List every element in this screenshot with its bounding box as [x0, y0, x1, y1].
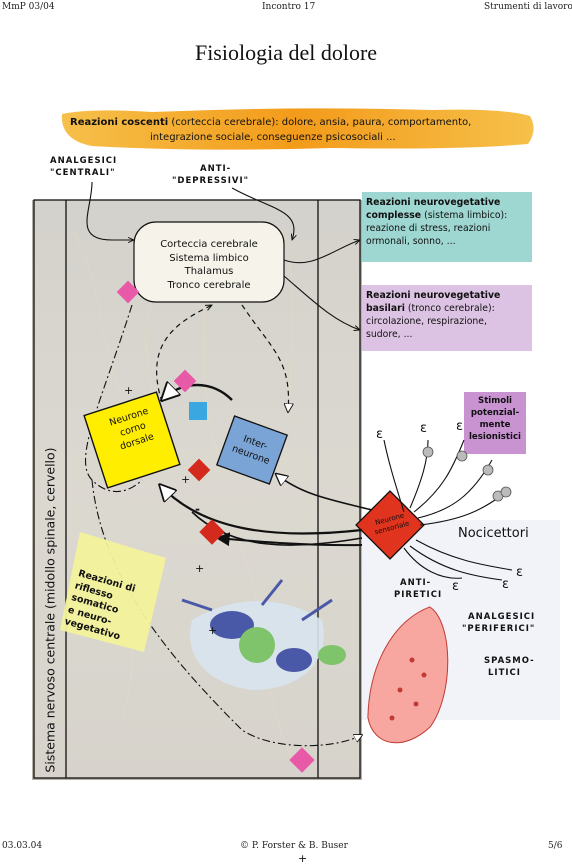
- plus-marker-red-2: [199, 519, 225, 545]
- basic-neurovegetative-box: [362, 285, 532, 351]
- anti-depressivi-1: ANTI-: [200, 164, 232, 174]
- banner-bold: Reazioni coscenti: [70, 117, 169, 128]
- analgesici-periferici-1: ANALGESICI: [468, 612, 536, 622]
- tronco-bold: basilari: [366, 303, 405, 314]
- svg-text:ɛ: ɛ: [376, 427, 383, 442]
- cns-corteccia: Corteccia cerebrale: [160, 239, 258, 250]
- svg-text:ɛ: ɛ: [420, 421, 427, 436]
- svg-text:ɛ: ɛ: [516, 565, 523, 580]
- analgesici-centrali-1: ANALGESICI: [50, 156, 118, 166]
- spasmolitici-1: SPASMO-: [484, 656, 535, 666]
- banner-rest: (corteccia cerebrale): dolore, ansia, pa…: [168, 117, 472, 128]
- brain-structures-box: [133, 221, 285, 303]
- limbico-bold: complesse: [366, 210, 422, 221]
- nocicettori-label: Nocicettori: [458, 526, 529, 541]
- plus-glyph-mid: +: [181, 473, 191, 486]
- anti-piretici-1: ANTI-: [400, 578, 432, 588]
- header-center: Incontro 17: [262, 2, 316, 12]
- limbico-line4: ormonali, sonno, ...: [366, 236, 456, 247]
- tronco-line4: sudore, ...: [366, 329, 413, 340]
- brain-structures-list: Corteccia cerebrale Sistema limbico Thal…: [134, 238, 284, 292]
- sensory-neuron: [355, 490, 425, 560]
- reflex-box: [60, 532, 166, 652]
- footer-left: 03.03.04: [2, 841, 43, 851]
- tissue-illustration: [181, 579, 449, 744]
- footer-center: © P. Forster & B. Buser: [240, 841, 348, 851]
- dorsal-horn-neuron: [83, 391, 181, 489]
- stimoli-2: potenzial-: [470, 408, 520, 418]
- tronco-title: Reazioni neurovegetative: [366, 290, 501, 301]
- spasmolitici-2: LITICI: [488, 668, 521, 678]
- limbico-line3: reazione di stress, reazioni: [366, 223, 491, 234]
- nociceptor-endings: [422, 446, 512, 502]
- analgesici-centrali-2: "CENTRALI": [50, 168, 116, 178]
- stimoli-3: mente: [479, 420, 511, 430]
- analgesici-periferici-2: "PERIFERICI": [462, 624, 536, 634]
- plus-glyph-bottom: +: [298, 852, 308, 865]
- page-title: Fisiologia del dolore: [194, 40, 378, 65]
- minus-marker: [189, 402, 207, 420]
- interneuron: [215, 415, 289, 485]
- cns-side-label: Sistema nervoso centrale (midollo spinal…: [42, 447, 58, 773]
- stimoli-1: Stimoli: [478, 396, 512, 406]
- pain-physiology-diagram: ɛ ɛ ɛ ɛ ɛ ɛ: [32, 100, 560, 865]
- minus-glyph: -: [195, 502, 200, 516]
- footer-right: 5/6: [548, 841, 563, 851]
- nociceptor-squiggles: ɛ ɛ ɛ ɛ ɛ ɛ: [376, 419, 523, 594]
- plus-marker-bottom: [289, 747, 315, 773]
- header-right: Strumenti di lavoro: [484, 2, 572, 12]
- limbico-title: Reazioni neurovegetative: [366, 197, 501, 208]
- header-left: MmP 03/04: [2, 2, 55, 12]
- cns-border: [33, 199, 361, 779]
- svg-text:ɛ: ɛ: [452, 579, 459, 594]
- svg-text:ɛ: ɛ: [502, 577, 509, 592]
- plus-glyph-red-2: +: [208, 624, 218, 637]
- cns-tronco: Tronco cerebrale: [167, 279, 251, 291]
- basic-reactions-text: Reazioni neurovegetative basilari (tronc…: [366, 289, 532, 341]
- stimoli-4: lesionistici: [468, 432, 521, 442]
- conscious-reactions-banner: [61, 108, 534, 150]
- cns-thalamus: Thalamus: [184, 266, 234, 277]
- stimoli-text: Stimoli potenzial- mente lesionistici: [464, 395, 526, 443]
- cns-limbico: Sistema limbico: [169, 252, 249, 264]
- diagram-canvas: ɛ ɛ ɛ ɛ ɛ ɛ: [32, 108, 560, 780]
- anti-depressivi-2: "DEPRESSIVI": [172, 176, 250, 186]
- limbico-rest: (sistema limbico):: [421, 210, 508, 221]
- banner-line-1: Reazioni coscenti (corteccia cerebrale):…: [70, 116, 471, 129]
- svg-text:ɛ: ɛ: [456, 419, 463, 434]
- banner-line-2: integrazione sociale, conseguenze psicos…: [150, 132, 396, 143]
- tronco-line3: circolazione, respirazione,: [366, 316, 487, 327]
- complex-neurovegetative-box: [362, 192, 532, 262]
- plus-glyph-red-1: +: [195, 562, 205, 575]
- complex-reactions-text: Reazioni neurovegetative complesse (sist…: [366, 196, 532, 248]
- stimoli-box: [464, 392, 526, 454]
- anti-piretici-2: PIRETICI: [394, 590, 443, 600]
- tronco-rest: (tronco cerebrale):: [404, 303, 495, 314]
- plus-glyph-top: +: [124, 384, 134, 397]
